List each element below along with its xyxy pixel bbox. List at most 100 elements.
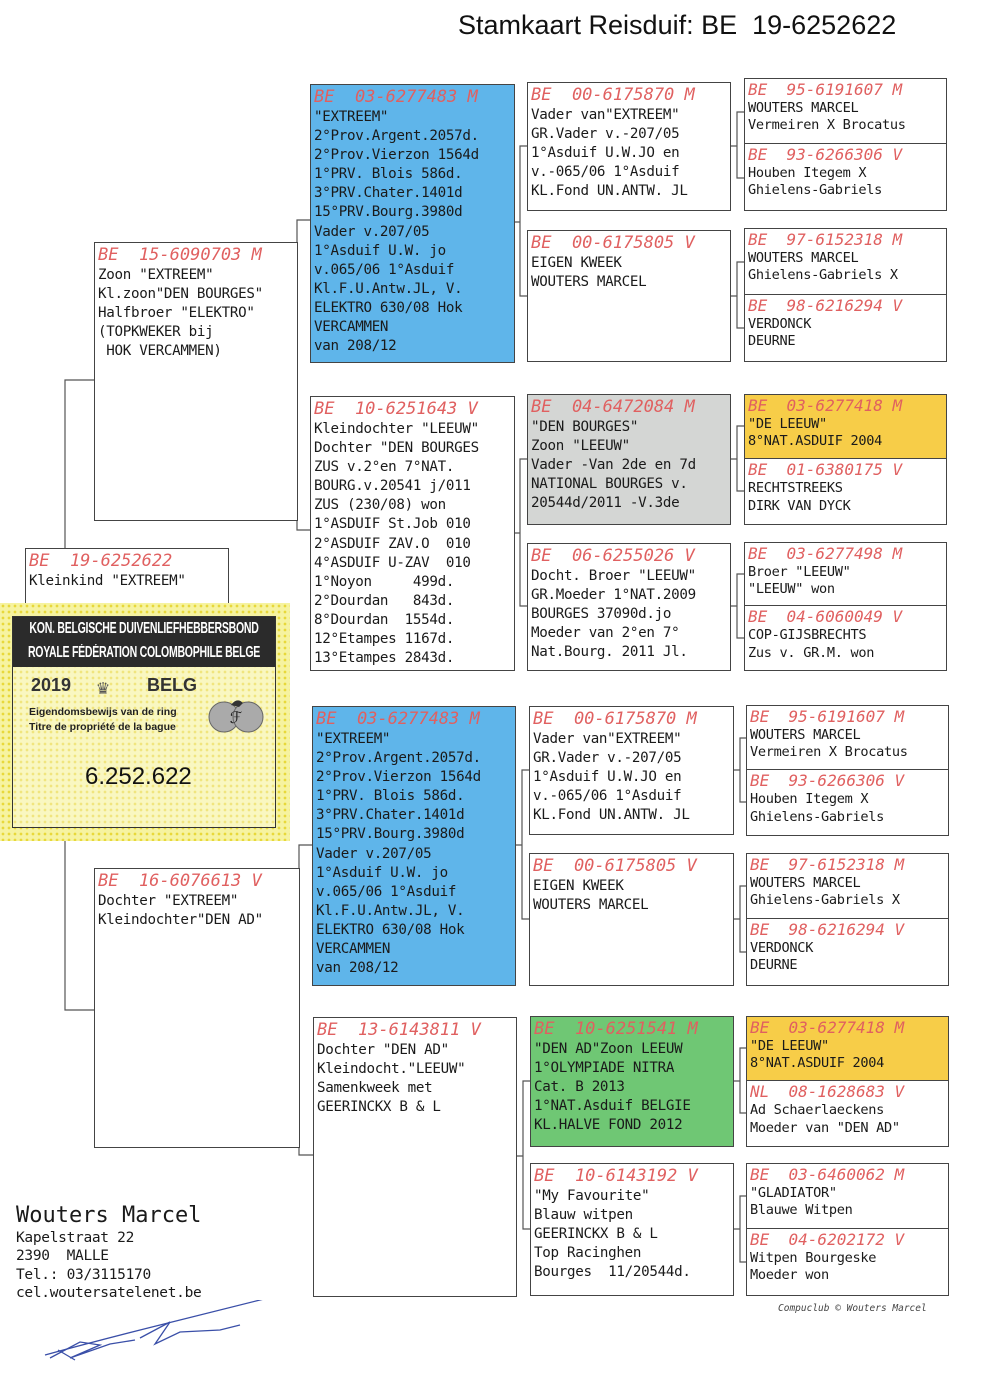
pedigree-note: Broer "LEEUW" [748,564,851,580]
great-great-grandparents-pair: BE 03-6277418 M"DE LEEUW"8°NAT.ASDUIF 20… [746,1016,949,1147]
pedigree-note: Blauw witpen [534,1207,633,1224]
pedigree-note: Dochter "DEN AD" [317,1042,449,1058]
owner-name: Wouters Marcel [16,1203,202,1228]
pedigree-note: KL.HALVE FOND 2012 [534,1117,683,1134]
certificate-subtitle: Eigendomsbewijs van de ring Titre de pro… [29,705,177,735]
ring-number: BE 03-6277483 M [314,87,478,107]
connector-line [298,844,313,1156]
connector-line [733,1195,746,1263]
ring-number: BE 00-6175805 V [533,856,697,876]
pedigree-note: Kleindocht."LEEUW" [317,1061,466,1078]
pedigree-note: 1°PRV. Blois 586d. [316,788,465,805]
ring-number: BE 98-6216294 V [750,920,905,940]
ring-number: BE 10-6143192 V [534,1166,698,1186]
ring-number: BE 10-6251643 V [314,399,478,419]
pedigree-note: 2°Dourdan 843d. [314,592,455,609]
pedigree-note: Zus v. GR.M. won [748,644,875,661]
pedigree-note: Dochter "DEN BOURGES [314,440,479,457]
ring-number: BE 93-6266306 V [750,771,905,791]
great-grandparent-card: BE 10-6143192 V "My Favourite" Blauw witpe… [530,1163,734,1296]
grandparent-card: BE 03-6277483 M"EXTREEM"2°Prov.Argent.20… [310,84,515,363]
pedigree-note: 8°NAT.ASDUIF 2004 [750,1055,885,1072]
software-credit: Compuclub © Wouters Marcel [778,1303,927,1314]
pedigree-note: VERDONCK [748,315,812,332]
pedigree-note: ZUS (230/08) won [314,497,446,514]
pedigree-note: DEURNE [750,957,798,974]
connector-line [733,737,746,803]
pedigree-note: Vermeiren X Brocatus [750,744,908,761]
pedigree-note: Kl.zoon"DEN BOURGES" [98,286,263,303]
pedigree-note: v.-065/06 1°Asduif [533,788,682,805]
pedigree-note: "EXTREEM" [314,109,389,125]
owner-contact: Wouters Marcel Kapelstraat 22 2390 MALLE… [16,1203,202,1302]
pedigree-note: WOUTERS MARCEL [748,100,859,116]
pedigree-note: 1°PRV. Blois 586d. [314,166,463,183]
ring-number: BE 16-6076613 V [98,871,262,891]
ring-country: BELG [147,675,198,695]
pedigree-note: 8°NAT.ASDUIF 2004 [748,433,883,450]
pedigree-note: "DE LEEUW" [750,1038,829,1054]
subtitle-nl: Eigendomsbewijs van de ring [29,706,177,718]
pedigree-note: "My Favourite" [534,1188,650,1204]
ring-number: BE 04-6472084 M [531,397,695,417]
ring-number: BE 04-6202172 V [750,1230,905,1250]
pedigree-note: Ghielens-Gabriels X [748,267,898,284]
pedigree-note: Kleindochter "LEEUW" [314,421,479,437]
sire-entry: BE 03-6460062 M"GLADIATOR"Blauwe Witpen [747,1164,948,1228]
fci-globe-logo-icon: ℱ [208,700,264,733]
pedigree-note: Samenkweek met [317,1080,433,1097]
pedigree-note: ELEKTRO 630/08 Hok [316,921,465,938]
connector-line [514,458,527,607]
pedigree-note: Witpen Bourgeske [750,1250,877,1267]
pedigree-note: "LEEUW" won [748,581,835,598]
pedigree-note: RECHTSTREEKS [748,480,843,497]
pedigree-note: "EXTREEM" [316,731,391,747]
owner-phone: Tel.: 03/3115170 [16,1266,151,1283]
pedigree-note: KL.Fond UN.ANTW. JL [531,183,688,200]
pedigree-note: HOK VERCAMMEN) [98,343,222,360]
connector-line [296,219,310,531]
ring-number: BE 03-6277418 M [750,1018,905,1037]
crown-icon: ♛ [97,675,110,699]
pedigree-note: VERCAMMEN [316,941,391,958]
pedigree-note: Halfbroer "ELEKTRO" [98,305,255,322]
ring-number: BE 15-6090703 M [98,245,262,265]
grandparent-card: BE 10-6251643 V Kleindochter "LEEUW" Docht… [310,396,515,671]
pedigree-note: KL.Fond UN.ANTW. JL [533,807,690,824]
pedigree-note: EIGEN KWEEK [531,255,622,271]
ring-number: BE 00-6175805 V [531,233,695,253]
pedigree-note: 2°Prov.Vierzon 1564d [314,147,479,164]
ring-number: BE 03-6277483 M [316,709,480,729]
connector-line [730,573,744,639]
great-grandparent-card: BE 04-6472084 M"DEN BOURGES"Zoon "LEEUW"… [527,394,731,525]
pedigree-note: "DEN AD"Zoon LEEUW [534,1041,683,1057]
pedigree-note: 1°Noyon 499d. [314,573,455,590]
pedigree-note: Kleinkind "EXTREEM" [29,573,186,589]
pedigree-note: v.065/06 1°Asduif [314,261,455,278]
pedigree-note: Kleindochter"DEN AD" [98,912,263,929]
pedigree-note: BOURG.v.20541 j/011 [314,478,471,495]
pedigree-note: 13°Etampes 2843d. [314,650,455,667]
pedigree-note: GR.Vader v.-207/05 [533,750,682,767]
pedigree-note: EIGEN KWEEK [533,878,624,894]
pedigree-note: 15°PRV.Bourg.3980d [314,204,463,221]
pedigree-note: DEURNE [748,332,796,349]
sire-entry: BE 03-6277418 M"DE LEEUW"8°NAT.ASDUIF 20… [747,1017,948,1081]
pedigree-note: Houben Itegem X [750,791,869,808]
ring-number: BE 95-6191607 M [748,80,903,99]
pedigree-note: VERDONCK [750,940,814,957]
ring-number: BE 04-6060049 V [748,607,903,627]
pedigree-note: WOUTERS MARCEL [748,250,859,266]
